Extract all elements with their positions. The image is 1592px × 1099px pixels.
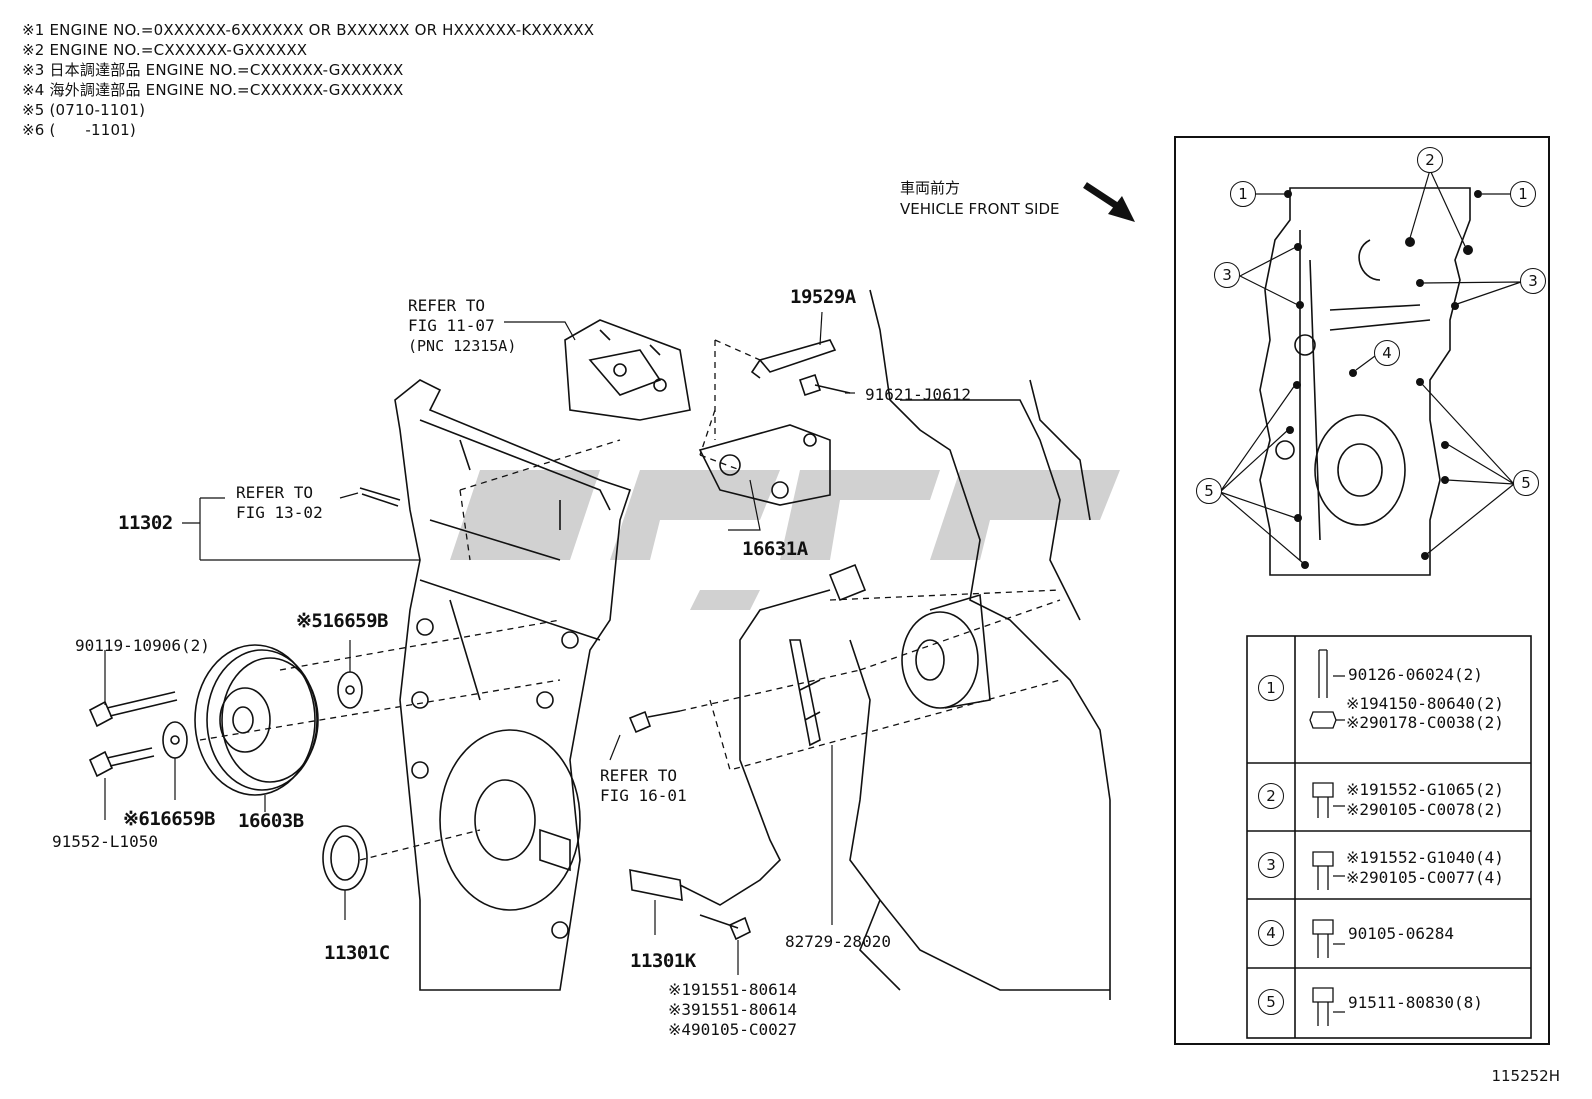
ref-line: FIG 13-02	[236, 503, 323, 522]
part-label-82729[interactable]: 82729-28020	[785, 932, 891, 951]
legend-1-line-2[interactable]: ※194150-80640(2)	[1346, 694, 1504, 713]
part-label-16659B-top[interactable]: ※516659B	[296, 610, 389, 632]
engine-number-notes: ※1 ENGINE NO.=0XXXXXX-6XXXXXX OR BXXXXXX…	[22, 20, 594, 140]
legend-3-line-2[interactable]: ※290105-C0077(4)	[1346, 868, 1504, 887]
part-label-11301K[interactable]: 11301K	[630, 950, 696, 972]
bolt-fig16	[628, 710, 681, 734]
part-label-91552[interactable]: 91552-L1050	[52, 832, 158, 851]
bolt-91552	[88, 747, 155, 778]
ref-line: REFER TO	[408, 296, 486, 315]
harness-clip	[750, 339, 837, 379]
crank-pulley	[194, 644, 319, 796]
ref-line: (PNC 12315A)	[408, 337, 517, 355]
ref-fig-16-01[interactable]: REFER TO FIG 16-01	[600, 766, 687, 806]
legend-num-5: 5	[1258, 989, 1284, 1015]
engine-block	[869, 289, 1111, 1000]
part-label-90119[interactable]: 90119-10906(2)	[75, 636, 210, 655]
legend-1-line-1[interactable]: 90126-06024(2)	[1348, 665, 1483, 684]
part-label-16631A[interactable]: 16631A	[742, 538, 808, 560]
inset-marker-1-left: 1	[1230, 181, 1256, 207]
inset-marker-3-right: 3	[1520, 268, 1546, 294]
legend-num-3: 3	[1258, 852, 1284, 878]
ref-line: REFER TO	[236, 483, 314, 502]
note-2: ※2 ENGINE NO.=CXXXXXX-GXXXXXX	[22, 41, 308, 59]
front-arrow	[1083, 182, 1122, 211]
part-label-16603B[interactable]: 16603B	[238, 810, 304, 832]
part-label-91551-sub3[interactable]: ※391551-80614	[668, 1000, 797, 1019]
idler-bracket	[698, 424, 831, 506]
engine-mount-bracket	[564, 319, 691, 421]
sensor-harness-bracket	[789, 639, 821, 747]
part-label-16659B-low[interactable]: ※616659B	[123, 808, 216, 830]
note-5: ※5 (0710-1101)	[22, 101, 146, 119]
legend-2-line-2[interactable]: ※290105-C0078(2)	[1346, 800, 1504, 819]
legend-3-line-1[interactable]: ※191552-G1040(4)	[1346, 848, 1504, 867]
stud	[359, 487, 401, 507]
legend-1-line-3[interactable]: ※290178-C0038(2)	[1346, 713, 1504, 732]
inset-marker-5-left: 5	[1196, 478, 1222, 504]
diagram-code: 115252H	[1491, 1067, 1560, 1085]
legend-icons	[1309, 649, 1345, 1026]
inset-frame	[1174, 136, 1550, 1045]
legend-num-2: 2	[1258, 783, 1284, 809]
inset-marker-1-right: 1	[1510, 181, 1536, 207]
legend-table	[1246, 635, 1532, 1039]
legend-num-1: 1	[1258, 675, 1284, 701]
part-label-11301C[interactable]: 11301C	[324, 942, 390, 964]
washer-16659B-top	[337, 671, 363, 709]
legend-num-4: 4	[1258, 920, 1284, 946]
front-label-en: VEHICLE FRONT SIDE	[900, 200, 1060, 218]
note-6: ※6 ( -1101)	[22, 121, 136, 139]
part-label-90105-sub4[interactable]: ※490105-C0027	[668, 1020, 797, 1039]
washer-16659B-low	[162, 721, 188, 759]
note-4: ※4 海外調達部品 ENGINE NO.=CXXXXXX-GXXXXXX	[22, 81, 404, 99]
ref-fig-11-07[interactable]: REFER TO FIG 11-07 (PNC 12315A)	[408, 296, 516, 356]
part-label-91621[interactable]: 91621-J0612	[865, 385, 971, 404]
timing-cover-outline	[394, 379, 632, 991]
inset-marker-4: 4	[1374, 340, 1400, 366]
legend-4-line-1[interactable]: 90105-06284	[1348, 924, 1454, 943]
bolt-91621	[798, 373, 851, 397]
front-label-jp: 車両前方	[900, 179, 961, 197]
bolt-91551	[699, 914, 751, 941]
ref-line: FIG 11-07	[408, 316, 495, 335]
ref-fig-13-02[interactable]: REFER TO FIG 13-02	[236, 483, 323, 523]
crank-position-sensor	[629, 869, 683, 901]
vehicle-front-label: 車両前方 VEHICLE FRONT SIDE	[900, 178, 1060, 220]
part-label-91551-sub1[interactable]: ※191551-80614	[668, 980, 797, 999]
inset-marker-2: 2	[1417, 147, 1443, 173]
inset-marker-3-left: 3	[1214, 262, 1240, 288]
part-label-19529A[interactable]: 19529A	[790, 286, 856, 308]
part-label-11302[interactable]: 11302	[118, 512, 173, 534]
note-1: ※1 ENGINE NO.=0XXXXXX-6XXXXXX OR BXXXXXX…	[22, 21, 595, 39]
bolt-90119	[88, 691, 178, 728]
ref-line: REFER TO	[600, 766, 678, 785]
inset-timing-cover	[1259, 187, 1471, 576]
inset-marker-5-right: 5	[1513, 470, 1539, 496]
legend-2-line-1[interactable]: ※191552-G1065(2)	[1346, 780, 1504, 799]
note-3: ※3 日本調達部品 ENGINE NO.=CXXXXXX-GXXXXXX	[22, 61, 404, 79]
ref-line: FIG 16-01	[600, 786, 687, 805]
legend-5-line-1[interactable]: 91511-80830(8)	[1348, 993, 1483, 1012]
